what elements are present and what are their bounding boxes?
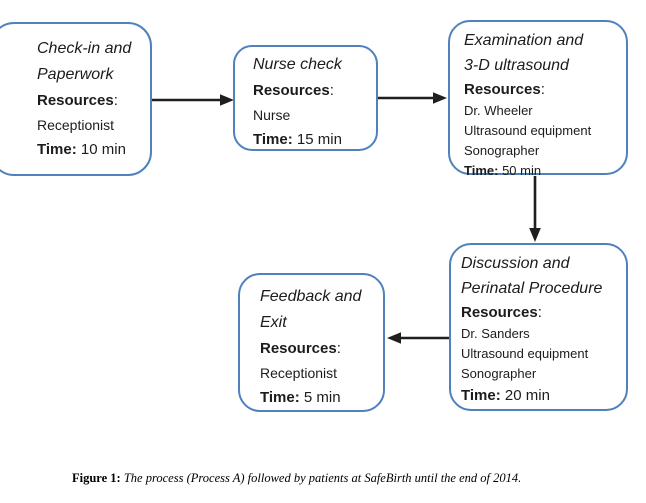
time-value: 20 min bbox=[504, 387, 550, 404]
time-line: Time: 5 min bbox=[260, 389, 341, 406]
box-title-line: Perinatal Procedure bbox=[461, 280, 603, 297]
resources-label: Resources: bbox=[37, 92, 118, 109]
arrow-discussion-to-feedback bbox=[387, 332, 449, 344]
box-title-line: Nurse check bbox=[253, 56, 342, 73]
process-box-feedback: Feedback and Exit Resources: Receptionis… bbox=[238, 273, 385, 412]
resource-item: Sonographer bbox=[461, 366, 537, 381]
arrow-nursecheck-to-examination bbox=[378, 92, 447, 104]
time-value: 50 min bbox=[502, 163, 542, 178]
resources-label: Resources: bbox=[260, 340, 341, 357]
time-line: Time: 20 min bbox=[461, 387, 550, 404]
figure-caption-text: The process (Process A) followed by pati… bbox=[123, 471, 522, 485]
resource-item: Sonographer bbox=[464, 143, 540, 158]
box-title-line: Feedback and bbox=[260, 288, 362, 305]
time-value: 15 min bbox=[296, 131, 342, 148]
resource-item: Ultrasound equipment bbox=[461, 346, 589, 361]
arrow-checkin-to-nursecheck bbox=[152, 94, 234, 106]
figure-caption-label: Figure 1: bbox=[72, 471, 121, 485]
box-title-line: Paperwork bbox=[37, 66, 114, 83]
box-title-line: Check-in and bbox=[37, 40, 132, 57]
process-box-examination: Examination and 3-D ultrasound Resources… bbox=[448, 20, 628, 178]
resource-item: Receptionist bbox=[260, 365, 338, 381]
resource-item: Receptionist bbox=[37, 117, 115, 133]
process-box-nurse-check: Nurse check Resources: Nurse Time: 15 mi… bbox=[233, 45, 378, 151]
box-title-line: Exit bbox=[260, 314, 287, 331]
box-title-line: Discussion and bbox=[461, 255, 570, 272]
box-title-line: 3-D ultrasound bbox=[464, 57, 569, 74]
resources-label: Resources: bbox=[464, 81, 545, 98]
resource-item: Ultrasound equipment bbox=[464, 123, 592, 138]
resource-item: Dr. Wheeler bbox=[464, 103, 533, 118]
time-value: 10 min bbox=[80, 141, 126, 158]
time-line: Time: 50 min bbox=[464, 163, 542, 178]
figure-caption: Figure 1: The process (Process A) follow… bbox=[72, 470, 632, 486]
time-line: Time: 15 min bbox=[253, 131, 342, 148]
resource-item: Dr. Sanders bbox=[461, 326, 530, 341]
arrow-examination-to-discussion bbox=[529, 176, 541, 242]
box-title-line: Examination and bbox=[464, 32, 584, 49]
resources-label: Resources: bbox=[253, 82, 334, 99]
process-box-discussion: Discussion and Perinatal Procedure Resou… bbox=[449, 243, 628, 411]
time-value: 5 min bbox=[303, 389, 341, 406]
time-line: Time: 10 min bbox=[37, 141, 126, 158]
process-box-check-in: Check-in and Paperwork Resources: Recept… bbox=[0, 22, 152, 176]
resource-item: Nurse bbox=[253, 107, 291, 123]
resources-label: Resources: bbox=[461, 304, 542, 321]
